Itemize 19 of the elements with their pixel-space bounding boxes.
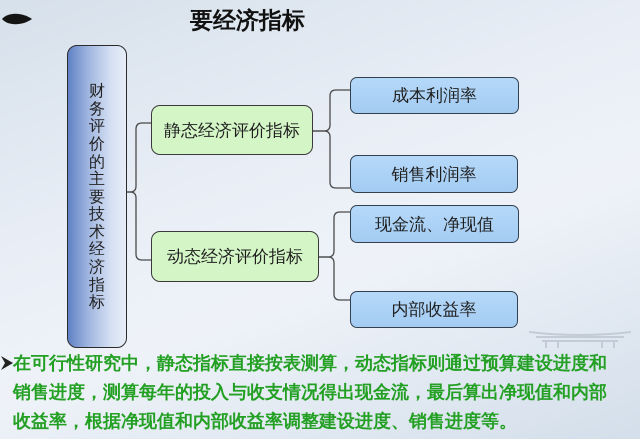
description-paragraph: 在可行性研究中，静态指标直接按表测算，动态指标则通过预算建设进度和销售进度，测算每年的投入与收支情况得出现金流，最后算出净现值和内部收益率，根据净现值和内部收益率调整建设进度、销售进度等。: [13, 352, 608, 434]
title: 要经济指标: [190, 7, 305, 36]
node-label: 现金流、净现值: [375, 214, 494, 236]
heading-box: [67, 45, 127, 348]
vertical-label: 财务评价的主要技术经济指标: [89, 82, 105, 311]
category-box: [151, 105, 313, 155]
node-label: 销售利润率: [392, 164, 476, 186]
node-label: 成本利润率: [392, 85, 477, 107]
node-label: 动态经济评价指标: [167, 246, 303, 268]
item-box: [350, 205, 519, 243]
category-box: [151, 231, 319, 282]
item-box: [350, 291, 518, 328]
node-label: 静态经济评价指标: [164, 120, 300, 142]
brace-connector: [313, 130, 350, 189]
brace-connector: [319, 256, 350, 301]
brace-connector: [127, 191, 151, 261]
item-box: [350, 155, 518, 193]
item-box: [350, 77, 519, 114]
node-label: 内部收益率: [392, 299, 476, 321]
